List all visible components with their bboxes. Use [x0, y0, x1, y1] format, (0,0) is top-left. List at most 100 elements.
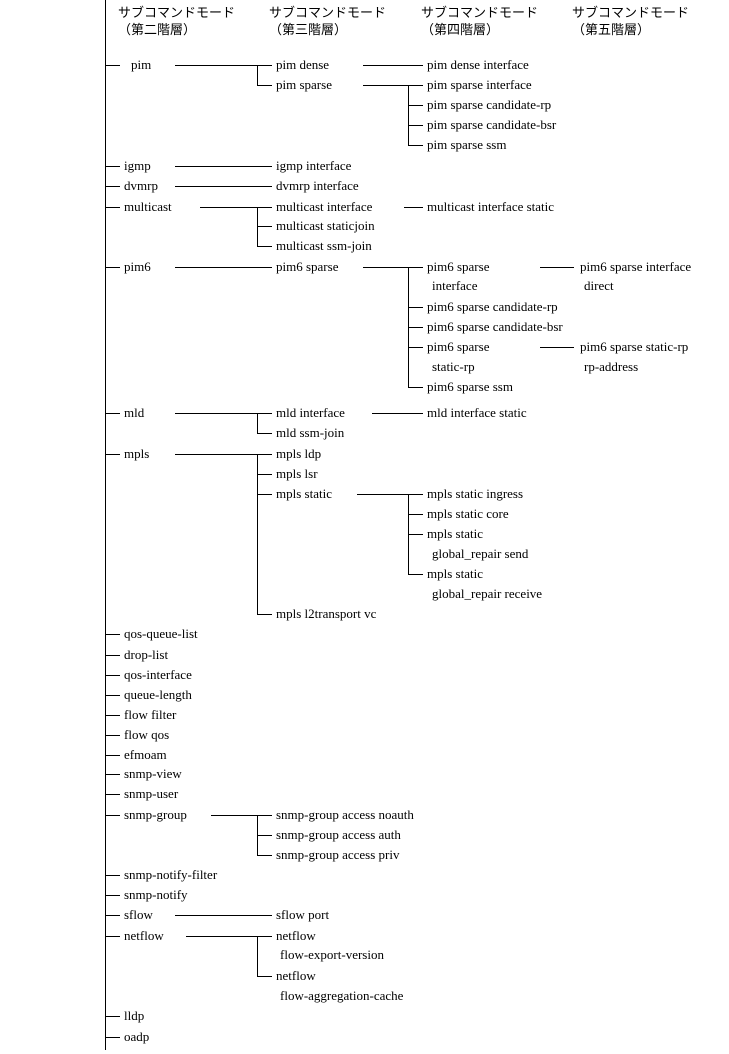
- l4-mpls-static-repair-receive-2: global_repair receive: [432, 586, 543, 601]
- mpls-to-l3: [175, 454, 272, 455]
- pim-sparse-l4-tick3: [408, 145, 423, 146]
- l2-qos-interface: qos-interface: [124, 667, 192, 682]
- l2-flow-qos: flow qos: [124, 727, 170, 742]
- l3-mpls-l2transport-vc: mpls l2transport vc: [276, 606, 377, 621]
- pim-l3-vert: [257, 65, 258, 86]
- pim6-to-l3: [175, 267, 272, 268]
- l5-pim6-sparse-interface-1: pim6 sparse interface: [580, 259, 692, 274]
- dvmrp-to-l3: [175, 186, 272, 187]
- l2-lldp: lldp: [124, 1008, 145, 1023]
- tick-snmp-notify-filter: [105, 875, 120, 876]
- l2-mpls: mpls: [124, 446, 150, 461]
- mpls-static-l4-tick1: [408, 514, 423, 515]
- l2-mld: mld: [124, 405, 145, 420]
- l4-pim6-sparse-interface-1: pim6 sparse: [427, 259, 490, 274]
- pim6-l4-tick4: [408, 387, 423, 388]
- netflow-to-l3: [186, 936, 272, 937]
- pim-l3-tick: [257, 85, 272, 86]
- l4-pim6-sparse-ssm: pim6 sparse ssm: [427, 379, 513, 394]
- pim-sparse-l4-tick2: [408, 125, 423, 126]
- tick-dvmrp: [105, 186, 120, 187]
- snmp-group-l3-tick2: [257, 855, 272, 856]
- snmp-group-l3-tick1: [257, 835, 272, 836]
- tick-efmoam: [105, 755, 120, 756]
- header-level4-line1: サブコマンドモード: [421, 5, 539, 20]
- l2-drop-list: drop-list: [124, 647, 169, 662]
- l3-mld-interface: mld interface: [276, 405, 345, 420]
- multicast-l3-tick2: [257, 246, 272, 247]
- pim6-l4-tick3: [408, 347, 423, 348]
- mpls-l3-tick1: [257, 474, 272, 475]
- l3-snmp-group-access-auth: snmp-group access auth: [276, 827, 401, 842]
- l4-mpls-static-core: mpls static core: [427, 506, 509, 521]
- tick-flow-qos: [105, 735, 120, 736]
- tick-qos-queue-list: [105, 634, 120, 635]
- pim6-sparse-to-l4: [363, 267, 423, 268]
- l3-netflow-export-1: netflow: [276, 928, 316, 943]
- l3-pim-dense: pim dense: [276, 57, 330, 72]
- mld-to-l3: [175, 413, 272, 414]
- l2-dvmrp: dvmrp: [124, 178, 158, 193]
- l2-multicast: multicast: [124, 199, 172, 214]
- tick-igmp: [105, 166, 120, 167]
- mpls-static-l4-tick2: [408, 534, 423, 535]
- header-level2: サブコマンドモード （第二階層）: [118, 5, 235, 37]
- pim-to-l3: [175, 65, 272, 66]
- netflow-l3-tick: [257, 976, 272, 977]
- mpls-static-to-l4: [357, 494, 423, 495]
- l3-multicast-ssm-join: multicast ssm-join: [276, 238, 372, 253]
- header-level5-line1: サブコマンドモード: [572, 5, 690, 20]
- multicast-l3-tick1: [257, 226, 272, 227]
- header-level5-line2: （第五階層）: [572, 22, 651, 37]
- l4-pim6-sparse-interface-2: interface: [432, 278, 478, 293]
- l3-multicast-interface: multicast interface: [276, 199, 373, 214]
- mld-interface-to-l4: [372, 413, 423, 414]
- l3-snmp-group-access-noauth: snmp-group access noauth: [276, 807, 414, 822]
- l2-snmp-group: snmp-group: [124, 807, 187, 822]
- pim-sparse-l4-vert: [408, 85, 409, 146]
- l2-pim: pim: [131, 57, 152, 72]
- l3-pim6-sparse: pim6 sparse: [276, 259, 339, 274]
- l5-pim6-sparse-static-rp-2: rp-address: [584, 359, 639, 374]
- pim-sparse-l4-tick1: [408, 105, 423, 106]
- l5-pim6-sparse-static-rp-1: pim6 sparse static-rp: [580, 339, 689, 354]
- l2-queue-length: queue-length: [124, 687, 192, 702]
- l3-sflow-port: sflow port: [276, 907, 330, 922]
- l3-dvmrp-interface: dvmrp interface: [276, 178, 359, 193]
- l4-pim-sparse-ssm: pim sparse ssm: [427, 137, 507, 152]
- tick-mld: [105, 413, 120, 414]
- tick-qos-interface: [105, 675, 120, 676]
- tick-lldp: [105, 1016, 120, 1017]
- l3-snmp-group-access-priv: snmp-group access priv: [276, 847, 400, 862]
- l4-mpls-static-repair-receive-1: mpls static: [427, 566, 483, 581]
- l4-pim6-sparse-static-rp-1: pim6 sparse: [427, 339, 490, 354]
- l5-pim6-sparse-interface-2: direct: [584, 278, 614, 293]
- tick-snmp-notify: [105, 895, 120, 896]
- tick-netflow: [105, 936, 120, 937]
- l4-mpls-static-repair-send-1: mpls static: [427, 526, 483, 541]
- tick-sflow: [105, 915, 120, 916]
- l4-pim-sparse-interface: pim sparse interface: [427, 77, 532, 92]
- tick-snmp-user: [105, 794, 120, 795]
- l4-pim6-sparse-candidate-rp: pim6 sparse candidate-rp: [427, 299, 558, 314]
- l4-pim-sparse-candidate-rp: pim sparse candidate-rp: [427, 97, 552, 112]
- pim-sparse-to-l4: [363, 85, 423, 86]
- pim-dense-to-l4: [363, 65, 423, 66]
- pim6-static-rp-to-l5: [540, 347, 574, 348]
- mpls-l3-tick2: [257, 494, 272, 495]
- l2-snmp-notify: snmp-notify: [124, 887, 188, 902]
- igmp-to-l3: [175, 166, 272, 167]
- mpls-l3-vert: [257, 454, 258, 615]
- l3-netflow-aggregation-2: flow-aggregation-cache: [280, 988, 404, 1003]
- l2-netflow: netflow: [124, 928, 164, 943]
- l4-pim-sparse-candidate-bsr: pim sparse candidate-bsr: [427, 117, 557, 132]
- l3-mpls-lsr: mpls lsr: [276, 466, 318, 481]
- header-level3-line2: （第三階層）: [269, 22, 348, 37]
- header-level4: サブコマンドモード （第四階層）: [421, 5, 538, 37]
- tick-flow-filter: [105, 715, 120, 716]
- l2-snmp-notify-filter: snmp-notify-filter: [124, 867, 218, 882]
- multicast-to-l3: [200, 207, 272, 208]
- l4-mld-interface-static: mld interface static: [427, 405, 527, 420]
- header-level2-line2: （第二階層）: [118, 22, 197, 37]
- sflow-to-l3: [175, 915, 272, 916]
